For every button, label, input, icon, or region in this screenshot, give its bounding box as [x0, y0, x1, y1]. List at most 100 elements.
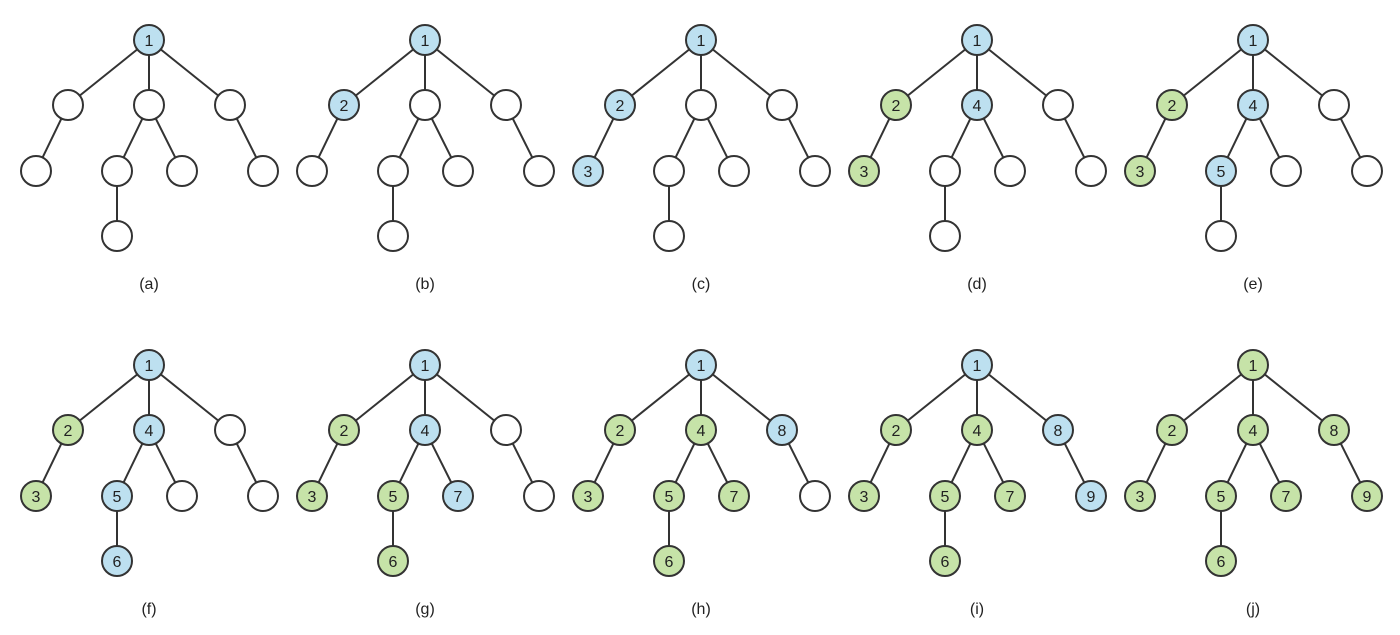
- tree-node: [961, 89, 993, 121]
- tree-edge: [869, 118, 891, 158]
- tree-node: [166, 480, 198, 512]
- tree-node: [377, 480, 409, 512]
- tree-node: [1042, 414, 1074, 446]
- tree-node: [377, 220, 409, 252]
- tree-edge: [674, 443, 696, 483]
- tree-edge: [982, 442, 1005, 484]
- tree-node: [20, 155, 52, 187]
- tree-node: [523, 155, 555, 187]
- node-order-label: 1: [145, 33, 154, 50]
- tree-node: [848, 155, 880, 187]
- tree-edge: [712, 48, 771, 97]
- tree-node: [214, 414, 246, 446]
- tree-node: [133, 89, 165, 121]
- tree-node: [1205, 155, 1237, 187]
- node-order-label: 3: [860, 489, 869, 506]
- tree-node: [685, 349, 717, 381]
- node-order-label: 3: [32, 489, 41, 506]
- tree-node: [52, 89, 84, 121]
- node-order-label: 7: [1282, 489, 1291, 506]
- tree-node: [1351, 155, 1383, 187]
- node-order-label: 5: [1217, 164, 1226, 181]
- tree-node: [296, 155, 328, 187]
- tree-node: [766, 89, 798, 121]
- tree-edge: [982, 117, 1005, 159]
- tree-node: [409, 349, 441, 381]
- tree-node: [653, 155, 685, 187]
- node-order-label: 2: [1168, 423, 1177, 440]
- node-order-label: 6: [113, 554, 122, 571]
- node-order-label: 7: [730, 489, 739, 506]
- node-order-label: 7: [454, 489, 463, 506]
- node-order-label: 1: [973, 358, 982, 375]
- tree-node: [296, 480, 328, 512]
- tree-node: [1156, 89, 1188, 121]
- node-order-label: 9: [1363, 489, 1372, 506]
- tree-edge: [79, 48, 138, 97]
- tree-node: [133, 24, 165, 56]
- node-order-label: 8: [1330, 423, 1339, 440]
- tree-node: [1351, 480, 1383, 512]
- node-order-label: 7: [1006, 489, 1015, 506]
- tree-node: [409, 89, 441, 121]
- tree-edge: [41, 443, 63, 483]
- tree-node: [572, 480, 604, 512]
- tree-node: [994, 480, 1026, 512]
- tree-node: [929, 155, 961, 187]
- node-order-label: 3: [584, 489, 593, 506]
- tree-node: [961, 414, 993, 446]
- tree-node: [166, 155, 198, 187]
- panel-c: 123(c): [572, 24, 831, 293]
- tree-edge: [787, 117, 810, 159]
- tree-node: [718, 155, 750, 187]
- tree-edge: [1258, 442, 1281, 484]
- panel-caption: (j): [1246, 601, 1260, 618]
- tree-edge: [160, 373, 219, 422]
- tree-node: [572, 155, 604, 187]
- tree-edge: [1063, 117, 1086, 159]
- tree-node: [442, 480, 474, 512]
- tree-node: [685, 24, 717, 56]
- tree-node: [1205, 220, 1237, 252]
- node-order-label: 3: [1136, 164, 1145, 181]
- tree-edge: [1264, 373, 1323, 422]
- tree-edge: [988, 48, 1047, 97]
- tree-edge: [787, 442, 810, 484]
- node-order-label: 6: [389, 554, 398, 571]
- node-order-label: 4: [973, 98, 982, 115]
- tree-node: [685, 414, 717, 446]
- tree-node: [1205, 480, 1237, 512]
- tree-edge: [1258, 117, 1281, 159]
- panel-a: 1(a): [20, 24, 279, 293]
- tree-edge: [436, 48, 495, 97]
- tree-edge: [1264, 48, 1323, 97]
- tree-node: [1075, 155, 1107, 187]
- tree-node: [377, 155, 409, 187]
- tree-edge: [1145, 443, 1167, 483]
- tree-node: [929, 480, 961, 512]
- panel-caption: (c): [692, 276, 711, 293]
- tree-node: [442, 155, 474, 187]
- panel-caption: (h): [691, 601, 711, 618]
- tree-edge: [122, 118, 144, 158]
- node-order-label: 2: [616, 98, 625, 115]
- tree-node: [328, 414, 360, 446]
- node-order-label: 4: [421, 423, 430, 440]
- node-order-label: 5: [113, 489, 122, 506]
- tree-node: [604, 89, 636, 121]
- tree-edge: [593, 443, 615, 483]
- tree-node: [409, 414, 441, 446]
- tree-node: [52, 414, 84, 446]
- node-order-label: 1: [421, 33, 430, 50]
- node-order-label: 4: [697, 423, 706, 440]
- tree-edge: [235, 117, 258, 159]
- panel-caption: (f): [141, 601, 156, 618]
- tree-edge: [1339, 442, 1362, 484]
